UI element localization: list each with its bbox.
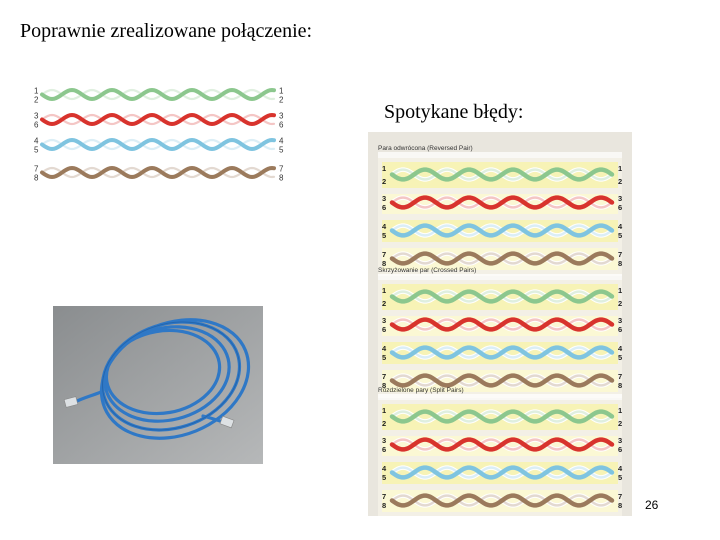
- pin-label-left: 3: [34, 112, 39, 121]
- pin-label-right: 7: [618, 250, 622, 259]
- pin-label-right: 3: [279, 112, 284, 121]
- pin-label-right: 7: [618, 492, 622, 501]
- pin-label-right: 2: [618, 419, 622, 428]
- pin-label-left: 7: [34, 165, 39, 174]
- error-type-label: Rozdzielone pary (Split Pairs): [378, 387, 464, 394]
- pin-label-left: 2: [382, 419, 386, 428]
- page-number: 26: [645, 498, 658, 512]
- slide-title: Poprawnie zrealizowane połączenie:: [20, 20, 312, 43]
- pin-label-left: 2: [382, 299, 386, 308]
- pin-label-left: 5: [34, 146, 39, 155]
- pin-label-right: 8: [618, 501, 622, 510]
- pin-label-right: 6: [618, 325, 622, 334]
- errors-heading: Spotykane błędy:: [384, 101, 523, 124]
- pin-label-right: 2: [279, 96, 284, 105]
- pin-label-left: 5: [382, 353, 386, 362]
- pin-label-right: 5: [618, 353, 622, 362]
- pin-label-left: 7: [382, 372, 386, 381]
- pin-label-left: 3: [382, 316, 386, 325]
- right-pin-labels: 12 36 45 78: [279, 87, 284, 183]
- pin-label-left: 3: [382, 194, 386, 203]
- pin-label-right: 4: [279, 137, 284, 146]
- ethernet-cable-photo: [53, 306, 263, 464]
- pin-label-right: 3: [618, 436, 622, 445]
- pin-label-left: 6: [382, 445, 386, 454]
- pin-label-left: 6: [382, 203, 386, 212]
- pin-label-left: 2: [34, 96, 39, 105]
- pin-label-right: 6: [279, 121, 284, 130]
- pin-label-left: 1: [34, 87, 39, 96]
- pin-label-left: 1: [382, 164, 386, 173]
- pin-label-right: 7: [279, 165, 284, 174]
- pin-label-right: 3: [618, 316, 622, 325]
- pin-label-right: 5: [279, 146, 284, 155]
- pin-label-left: 2: [382, 177, 386, 186]
- pin-label-right: 1: [279, 87, 284, 96]
- pin-label-right: 6: [618, 203, 622, 212]
- pin-label-right: 5: [618, 231, 622, 240]
- pin-label-right: 2: [618, 177, 622, 186]
- pin-label-left: 8: [34, 174, 39, 183]
- pin-label-right: 1: [618, 406, 622, 415]
- pin-label-right: 1: [618, 164, 622, 173]
- pin-label-left: 1: [382, 286, 386, 295]
- pin-label-right: 2: [618, 299, 622, 308]
- pin-label-left: 4: [34, 137, 39, 146]
- left-pin-labels: 12 36 45 78: [34, 87, 39, 183]
- pin-label-left: 5: [382, 231, 386, 240]
- pin-label-left: 8: [382, 501, 386, 510]
- pin-label-left: 1: [382, 406, 386, 415]
- pin-label-right: 1: [618, 286, 622, 295]
- pin-label-right: 8: [618, 381, 622, 390]
- pin-label-left: 5: [382, 473, 386, 482]
- pin-label-right: 3: [618, 194, 622, 203]
- pin-label-left: 6: [382, 325, 386, 334]
- twisted-pairs: [42, 90, 274, 177]
- pin-label-left: 3: [382, 436, 386, 445]
- pin-label-right: 8: [618, 259, 622, 268]
- pin-label-right: 7: [618, 372, 622, 381]
- pin-label-right: 8: [279, 174, 284, 183]
- error-type-label: Para odwrócona (Reversed Pair): [378, 145, 473, 152]
- pin-label-left: 7: [382, 492, 386, 501]
- pin-label-left: 7: [382, 250, 386, 259]
- error-type-label: Skrzyżowanie par (Crossed Pairs): [378, 267, 476, 274]
- pin-label-right: 6: [618, 445, 622, 454]
- pin-label-left: 6: [34, 121, 39, 130]
- pin-label-right: 5: [618, 473, 622, 482]
